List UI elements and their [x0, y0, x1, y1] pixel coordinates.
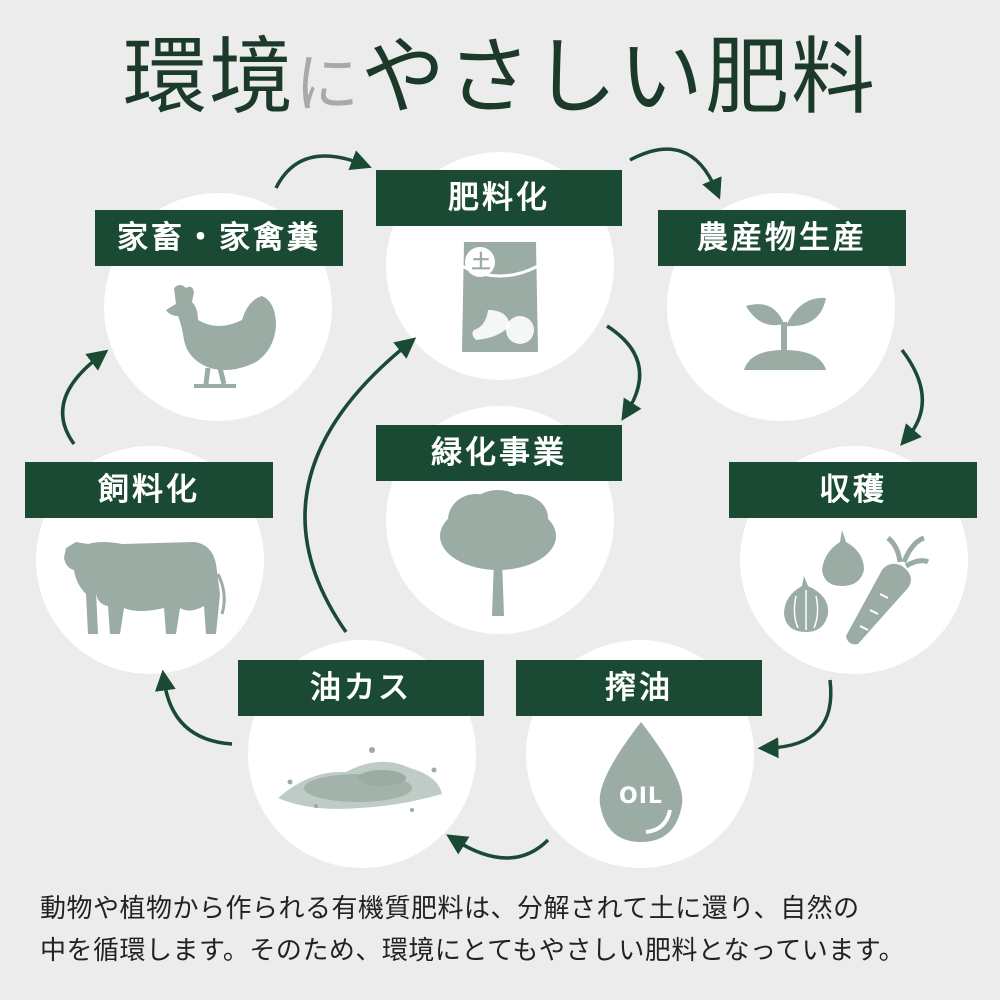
oil-cake-powder-icon [270, 742, 446, 818]
arrow-oilcake-to-fertilizer [303, 337, 417, 634]
arrow-livestock-to-fertilizer [274, 150, 372, 189]
bag-soil-mark: 土 [471, 251, 491, 273]
page-title: 環境にやさしい肥料 [0, 22, 1000, 140]
fertilizer-bag-icon: 土 [458, 238, 542, 356]
title-suffix: やさしい肥料 [361, 28, 878, 126]
node-fertilizer: 肥料化 [376, 170, 622, 226]
node-production: 農産物生産 [658, 210, 906, 266]
node-greening: 緑化事業 [376, 425, 622, 481]
arrow-harvest-to-pressing [757, 679, 833, 759]
oil-drop-icon: OIL [596, 722, 686, 844]
arrow-fertilizer-to-greening [606, 324, 642, 421]
arrow-production-to-harvest [900, 348, 925, 446]
node-harvest: 収穫 [729, 462, 977, 518]
arrow-fertilizer-to-production [629, 147, 722, 200]
node-livestock: 家畜・家禽糞 [95, 210, 343, 266]
caption-line-1: 動物や植物から作られる有機質肥料は、分解されて土に還り、自然の [40, 894, 860, 924]
title-particle: に [295, 48, 361, 122]
tree-icon [436, 490, 560, 618]
node-feed: 飼料化 [25, 462, 273, 518]
sprout-icon [740, 292, 830, 374]
node-pressing: 搾油 [516, 660, 762, 716]
node-oilcake: 油カス [238, 660, 484, 716]
rooster-icon [158, 280, 282, 392]
title-prefix: 環境 [122, 28, 295, 126]
arrow-feed-to-livestock [60, 349, 109, 446]
arrow-pressing-to-oilcake [446, 834, 550, 860]
oil-drop-label: OIL [619, 784, 663, 809]
arrow-oilcake-to-feed [154, 669, 233, 746]
garlic-carrot-icon [784, 528, 930, 646]
caption-line-2: 中を循環します。そのため、環境にとてもやさしい肥料となっています。 [40, 936, 906, 966]
cow-icon [62, 534, 232, 640]
caption: 動物や植物から作られる有機質肥料は、分解されて土に還り、自然の 中を循環します。… [40, 888, 980, 972]
